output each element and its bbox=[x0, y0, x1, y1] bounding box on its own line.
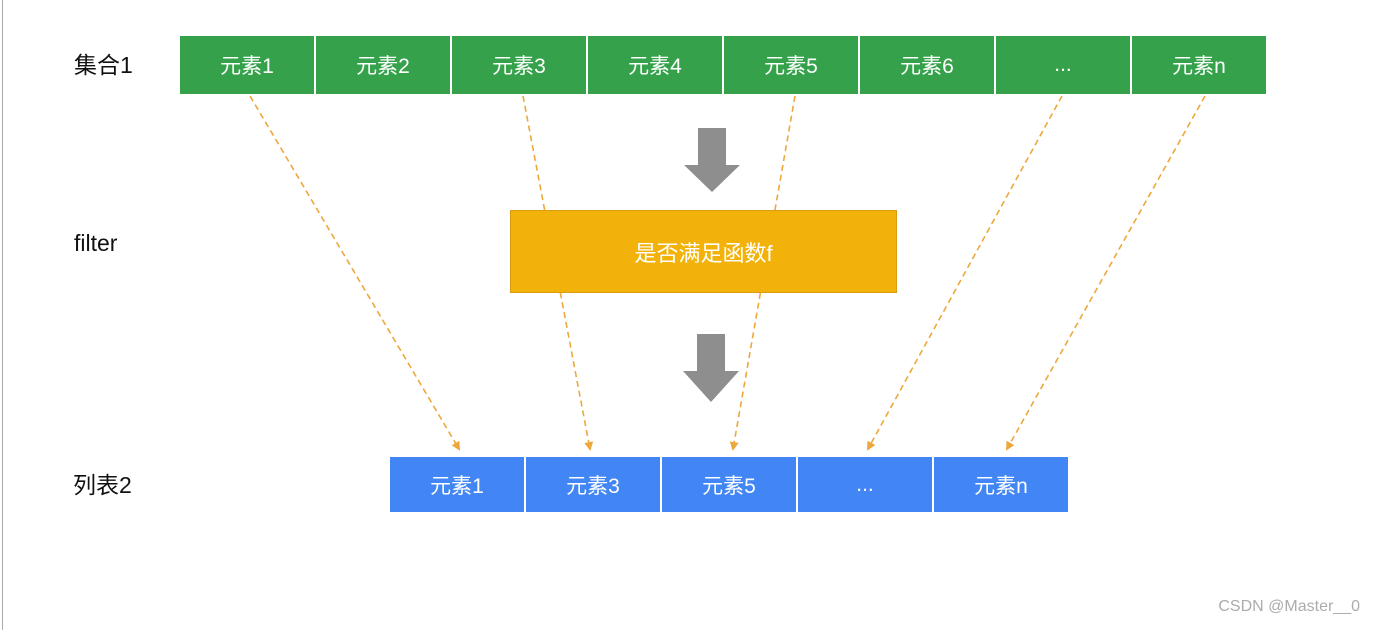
list2-cell-elementn: 元素n bbox=[934, 457, 1068, 512]
set1-cell-elementn: 元素n bbox=[1132, 36, 1266, 94]
set1-cell-element2: 元素2 bbox=[316, 36, 450, 94]
list2-cell-element5: 元素5 bbox=[662, 457, 796, 512]
csdn-watermark: CSDN @Master__0 bbox=[1218, 598, 1360, 615]
filter-label: filter bbox=[74, 230, 118, 256]
set1-cell-element4: 元素4 bbox=[588, 36, 722, 94]
set1-cell-ellipsis: ... bbox=[996, 36, 1130, 94]
set1-row: 元素1 元素2 元素3 元素4 元素5 元素6 ... 元素n bbox=[180, 36, 1266, 94]
set1-cell-element5: 元素5 bbox=[724, 36, 858, 94]
down-arrow-icon-top bbox=[684, 128, 740, 192]
list2-cell-element3: 元素3 bbox=[526, 457, 660, 512]
left-edge-divider bbox=[2, 0, 3, 630]
list2-row: 元素1 元素3 元素5 ... 元素n bbox=[390, 457, 1068, 512]
set1-label: 集合1 bbox=[74, 52, 133, 78]
set1-cell-element1: 元素1 bbox=[180, 36, 314, 94]
mapping-arrow-element1 bbox=[249, 95, 461, 451]
mapping-arrow-elementn bbox=[1006, 95, 1206, 451]
list2-label: 列表2 bbox=[73, 472, 132, 498]
set1-cell-element3: 元素3 bbox=[452, 36, 586, 94]
down-arrow-icon-bottom bbox=[683, 334, 739, 402]
list2-cell-element1: 元素1 bbox=[390, 457, 524, 512]
set1-cell-element6: 元素6 bbox=[860, 36, 994, 94]
list2-cell-ellipsis: ... bbox=[798, 457, 932, 512]
filter-condition-text: 是否满足函数f bbox=[634, 240, 773, 266]
mapping-arrow-ellipsis bbox=[867, 95, 1063, 451]
filter-condition-box: 是否满足函数f bbox=[510, 210, 897, 293]
